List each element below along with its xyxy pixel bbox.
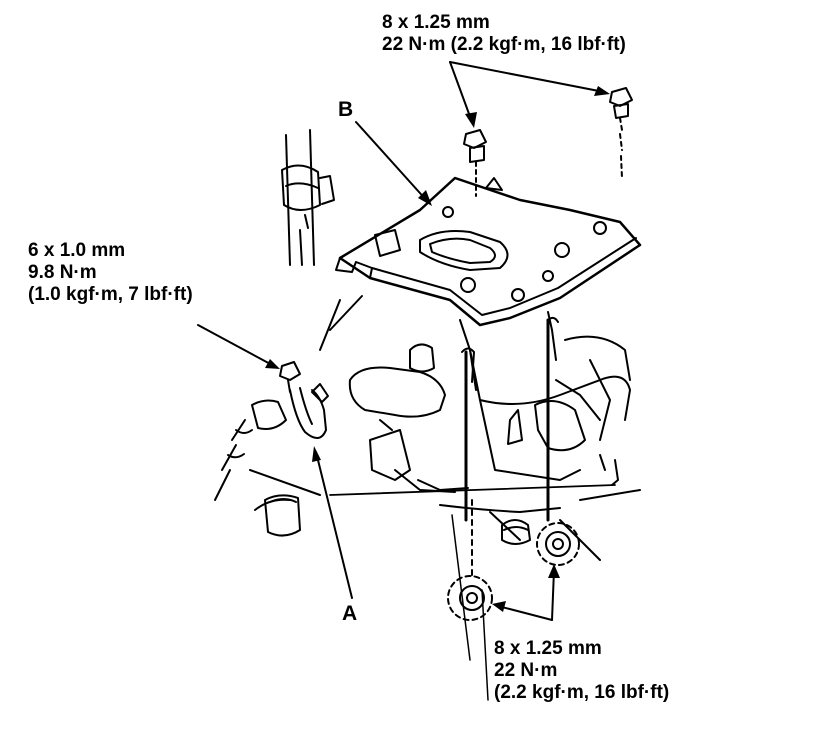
bolt-top-right xyxy=(609,87,633,179)
callout-b: B xyxy=(338,98,354,121)
hose-assembly xyxy=(281,129,335,266)
top-bolt-spec: 8 x 1.25 mm 22 N·m (2.2 kgf·m, 16 lbf·ft… xyxy=(382,12,626,56)
ground-bolt-size: 6 x 1.0 mm xyxy=(28,240,126,261)
top-bolt-size: 8 x 1.25 mm xyxy=(382,12,490,33)
engine-block xyxy=(249,295,641,561)
mount-stud xyxy=(501,519,531,545)
bolt-top-left xyxy=(463,129,487,197)
bottom-bolt-torque-alt: (2.2 kgf·m, 16 lbf·ft) xyxy=(494,682,670,704)
leader-lines xyxy=(197,61,605,621)
bottom-bolt-torque: 22 N·m xyxy=(494,660,558,682)
bracket-b xyxy=(335,176,642,391)
callout-a: A xyxy=(342,602,358,625)
bolt-bottom-upper xyxy=(536,522,580,566)
bolt-bottom-lower xyxy=(447,575,493,621)
ground-bolt-torque: 9.8 N·m xyxy=(28,262,97,284)
arrow-heads xyxy=(265,86,610,612)
top-bolt-torque: 22 N·m (2.2 kgf·m, 16 lbf·ft) xyxy=(382,34,626,56)
bottom-bolt-spec: 8 x 1.25 mm 22 N·m (2.2 kgf·m, 16 lbf·ft… xyxy=(494,638,669,704)
bottom-bolt-size: 8 x 1.25 mm xyxy=(494,638,602,659)
ground-bolt-spec: 6 x 1.0 mm 9.8 N·m (1.0 kgf·m, 7 lbf·ft) xyxy=(28,240,193,306)
ground-cable-a xyxy=(214,383,329,501)
bolt-ground xyxy=(279,361,301,393)
ground-bolt-torque-alt: (1.0 kgf·m, 7 lbf·ft) xyxy=(28,284,193,306)
